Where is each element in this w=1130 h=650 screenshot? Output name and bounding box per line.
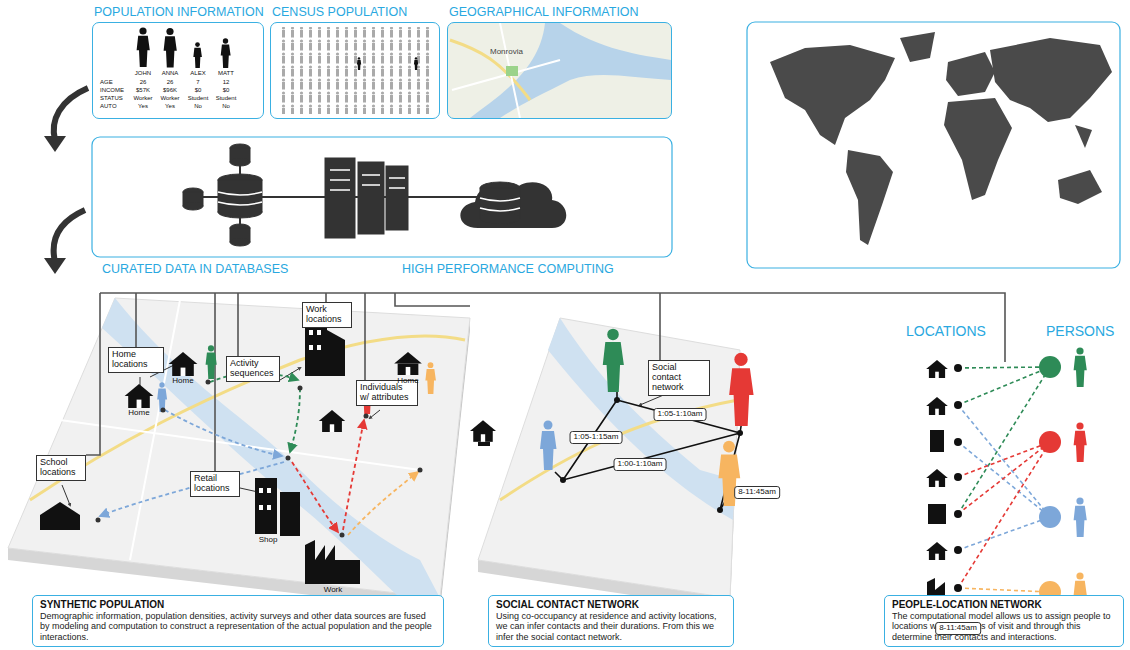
callout-text: Activity sequences bbox=[230, 359, 276, 379]
table-cell: Yes bbox=[165, 103, 175, 110]
table-cell: MATT bbox=[218, 70, 234, 77]
table-cell: INCOME bbox=[100, 87, 124, 94]
table-cell: $57K bbox=[136, 87, 150, 94]
callout-box: Activity sequences bbox=[226, 356, 280, 382]
callout-text: Social contact network bbox=[652, 363, 706, 393]
table-cell: Student bbox=[188, 95, 209, 102]
table-cell: STATUS bbox=[100, 95, 123, 102]
table-cell: 26 bbox=[167, 79, 174, 86]
box-heading: SYNTHETIC POPULATION bbox=[40, 599, 436, 610]
table-cell: $96K bbox=[163, 87, 177, 94]
table-cell: AGE bbox=[100, 79, 113, 86]
panel-heading: POPULATION INFORMATION bbox=[94, 5, 264, 19]
table-cell: $0 bbox=[195, 87, 202, 94]
callout-box: Social contact network bbox=[648, 360, 710, 396]
box-body: Using co-occupancy at residence and acti… bbox=[496, 611, 726, 642]
place-label: Shop bbox=[259, 536, 278, 545]
callout-text: Home locations bbox=[112, 350, 160, 370]
table-cell: 7 bbox=[196, 79, 199, 86]
callout-text: Work locations bbox=[306, 305, 348, 325]
column-heading: LOCATIONS bbox=[906, 324, 986, 339]
table-cell: ANNA bbox=[162, 70, 179, 77]
table-cell: $0 bbox=[223, 87, 230, 94]
callout-box: Work locations bbox=[302, 302, 352, 328]
callout-text: Retail locations bbox=[194, 474, 236, 494]
panel-heading: GEOGRAPHICAL INFORMATION bbox=[449, 5, 639, 19]
place-label: Home bbox=[397, 377, 418, 386]
map-label: Monrovia bbox=[490, 48, 523, 57]
table-cell: 12 bbox=[223, 79, 230, 86]
geography-panel: GEOGRAPHICAL INFORMATION bbox=[447, 22, 672, 119]
duration-label: 1:05-1:15am bbox=[570, 431, 623, 444]
table-cell: No bbox=[222, 103, 230, 110]
table-cell: 26 bbox=[140, 79, 147, 86]
duration-label: 8-11:45am bbox=[935, 622, 981, 635]
callout-text: School locations bbox=[40, 458, 82, 478]
description-box: PEOPLE-LOCATION NETWORKThe computational… bbox=[884, 595, 1124, 647]
callout-box: Home locations bbox=[108, 347, 164, 373]
callout-text: Individuals w/ attributes bbox=[360, 383, 414, 403]
table-cell: Worker bbox=[160, 95, 179, 102]
table-cell: Student bbox=[216, 95, 237, 102]
place-label: Work bbox=[324, 586, 343, 595]
table-cell: Worker bbox=[133, 95, 152, 102]
duration-label: 8-11:45am bbox=[734, 486, 780, 499]
description-box: SYNTHETIC POPULATIONDemographic informat… bbox=[32, 595, 444, 647]
section-label: CURATED DATA IN DATABASES bbox=[102, 263, 288, 277]
table-cell: ALEX bbox=[190, 70, 205, 77]
duration-label: 1:05-1:10am bbox=[654, 408, 707, 421]
box-body: Demographic information, population dens… bbox=[40, 611, 436, 642]
box-body: The computational model allows us to ass… bbox=[892, 611, 1116, 642]
callout-box: Retail locations bbox=[190, 471, 240, 497]
table-cell: JOHN bbox=[135, 70, 151, 77]
callout-box: School locations bbox=[36, 455, 86, 481]
column-heading: PERSONS bbox=[1046, 324, 1114, 339]
box-heading: PEOPLE-LOCATION NETWORK bbox=[892, 599, 1116, 610]
box-heading: SOCIAL CONTACT NETWORK bbox=[496, 599, 726, 610]
panel-heading: CENSUS POPULATION bbox=[272, 5, 407, 19]
census-panel: CENSUS POPULATION bbox=[270, 22, 440, 119]
place-label: Home bbox=[172, 377, 193, 386]
section-label: HIGH PERFORMANCE COMPUTING bbox=[402, 263, 614, 277]
table-cell: Yes bbox=[138, 103, 148, 110]
place-label: Home bbox=[128, 409, 149, 418]
description-box: SOCIAL CONTACT NETWORKUsing co-occupancy… bbox=[488, 595, 734, 647]
table-cell: No bbox=[194, 103, 202, 110]
duration-label: 1:00-1:10am bbox=[614, 458, 667, 471]
table-cell: AUTO bbox=[100, 103, 117, 110]
